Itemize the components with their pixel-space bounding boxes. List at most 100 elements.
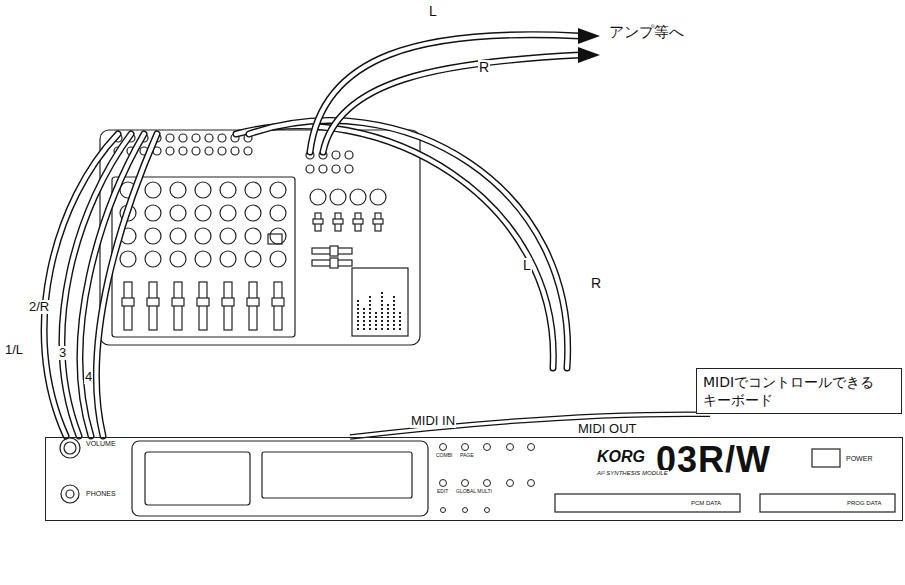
channel-knob [170,251,186,267]
channel-knob [120,251,136,267]
cable-label: 1/L [4,343,24,357]
fader-knob [172,298,184,306]
panel-label: COMBI [435,453,453,459]
output-jack [306,165,314,173]
cable-core [96,134,157,436]
cable-label: 4 [84,370,93,384]
channel-knob [245,182,261,198]
panel-label: VOLUME [85,440,117,448]
cable-core [310,35,580,152]
module-led [485,508,490,513]
cable-label: L [522,258,532,273]
module-led [441,508,446,513]
channel-knob [245,251,261,267]
channel-knob [145,182,161,198]
panel-label: PAGE [459,453,475,459]
channel-knob [270,251,286,267]
output-jack [332,151,340,159]
input-jack [192,147,200,155]
cable-label: R [478,60,490,75]
module-button [462,480,469,487]
module-button [507,444,514,451]
cable-label: 2/R [28,300,50,314]
channel-knob [270,228,286,244]
cable-outline [80,134,144,436]
audio-cables [44,28,600,436]
channel-knob [245,228,261,244]
input-jack [231,147,239,155]
arrow-head [578,47,600,63]
cable-outline [249,121,568,368]
channel-knob [195,182,211,198]
master-knob [350,189,366,205]
cable-core [323,55,580,152]
model-name: 03R/W [656,442,771,478]
fader-knob [222,298,234,306]
synth-module: KORG 03R/W [45,437,903,521]
panel-label: PROG DATA [846,500,882,507]
input-jack [179,134,187,142]
input-jack [218,147,226,155]
meter-bar [369,294,371,330]
fader-knob [122,298,134,306]
channel-knob [170,182,186,198]
channel-knob [220,182,236,198]
module-illustration [60,438,895,516]
keyboard-box: MIDIでコントロールできる キーボード [696,368,902,414]
module-button [462,444,469,451]
input-jack [205,147,213,155]
meter-bar [387,304,389,330]
panel-label: GLOBAL MULTI [455,489,493,495]
module-button [484,480,491,487]
channel-knob [220,228,236,244]
fader-knob [197,298,209,306]
channel-knob [170,205,186,221]
fader-knob [272,298,284,306]
meter-bar [399,310,401,330]
master-fader-knob [330,246,338,256]
cable-label: 3 [58,346,67,360]
cable-label: R [590,276,602,291]
midi-cable-outline [350,414,710,437]
master-knob [330,189,346,205]
sub-fader-knob [353,219,363,224]
channel-knob [145,228,161,244]
cable-label: L [428,4,438,19]
midi-cable [350,414,710,437]
channel-knob [195,205,211,221]
channel-knob [220,205,236,221]
box-text: MIDIでコントロールできる キーボード [703,373,895,409]
module-button [484,444,491,451]
sub-fader-knob [313,219,323,224]
meter-bar [393,296,395,330]
midi-cable-core [350,414,710,437]
channel-knob [195,251,211,267]
panel-label: EDIT [436,489,449,495]
cable-outline [323,55,580,152]
meter-bar [381,290,383,330]
cable-outline [96,134,157,436]
channel-knob [220,251,236,267]
channel-knob [270,205,286,221]
master-knob [310,189,326,205]
input-jack [192,134,200,142]
input-jack [179,147,187,155]
fader-knob [247,298,259,306]
cable-label: アンプ等へ [608,24,685,41]
input-jack [205,134,213,142]
cable-outline [310,35,580,152]
arrow-head [578,28,600,44]
channel-knob [270,182,286,198]
meter-bar [363,308,365,330]
channel-knob [145,205,161,221]
channel-knob [170,228,186,244]
module-led [463,508,468,513]
brand-logo: KORG [597,449,645,465]
output-jack [332,165,340,173]
module-button [440,480,447,487]
master-fader-knob [330,258,338,268]
fader-knob [147,298,159,306]
sub-fader-knob [333,219,343,224]
